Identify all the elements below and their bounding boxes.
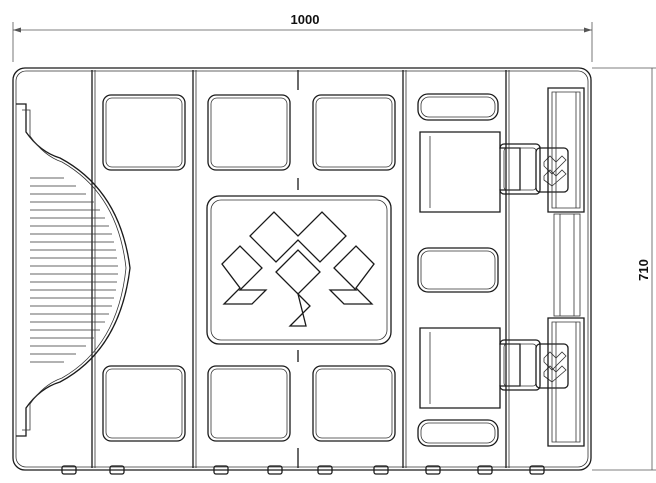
lower-latch bbox=[419, 317, 585, 447]
vent-grille bbox=[30, 177, 118, 363]
hinge-frame bbox=[553, 213, 581, 317]
height-dimension-label: 710 bbox=[636, 259, 651, 281]
height-dimension: 710 bbox=[592, 67, 656, 471]
side-handle bbox=[16, 103, 131, 437]
width-dimension: 1000 bbox=[12, 12, 593, 62]
slot-openings bbox=[417, 93, 499, 447]
upper-latch bbox=[419, 87, 585, 213]
case-feet bbox=[61, 465, 545, 475]
brand-logo-icon bbox=[221, 211, 375, 327]
latch-logo-icon bbox=[543, 155, 567, 187]
case-body bbox=[12, 67, 592, 471]
width-dimension-label: 1000 bbox=[291, 12, 320, 27]
top-panels bbox=[102, 94, 396, 171]
logo-panel bbox=[206, 178, 392, 362]
bottom-panels bbox=[102, 365, 396, 442]
rib-dividers bbox=[91, 70, 510, 468]
latch-logo-icon bbox=[543, 351, 567, 383]
